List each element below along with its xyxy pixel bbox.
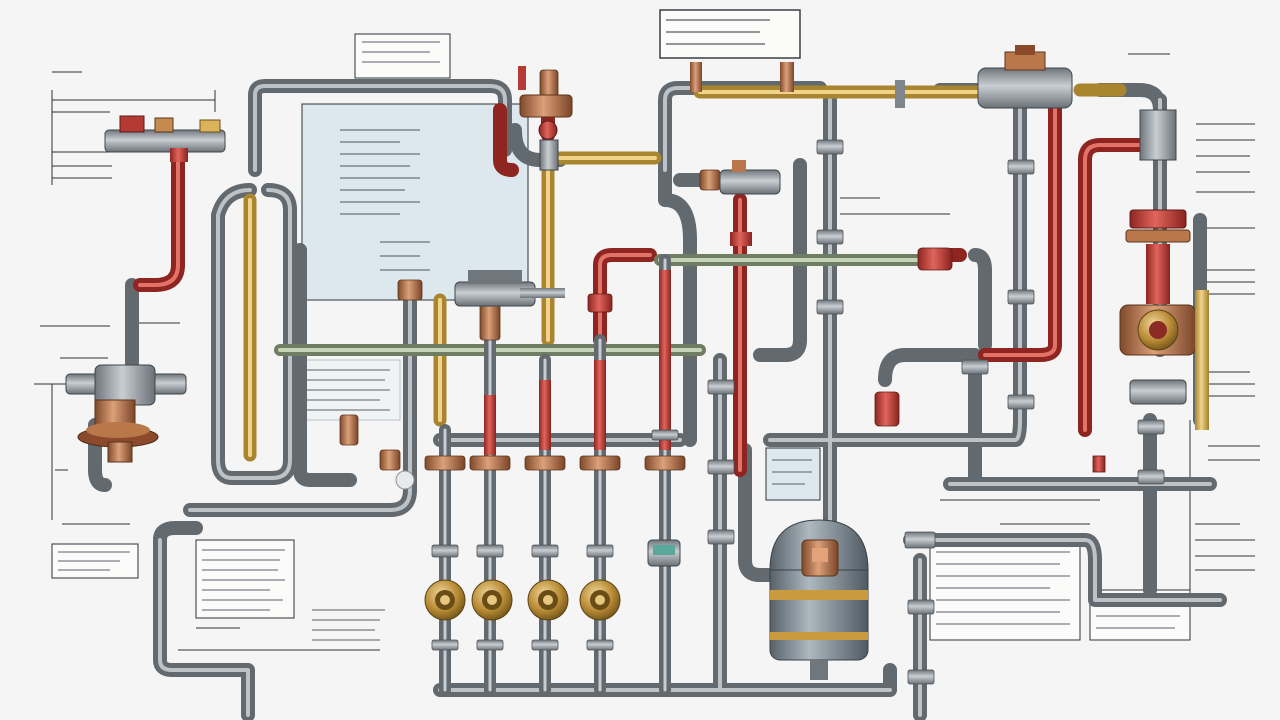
annotation-center [299,197,950,501]
gauge-valve [471,579,513,621]
annotation-right-column [1128,53,1260,600]
annotation-panel-top-center [301,33,529,301]
annotation-box-bottom-left [51,543,139,579]
strainer-center [454,270,565,307]
manifold-top-left [104,115,226,162]
annotation-top-left [51,71,216,185]
pump-assembly-left [65,364,187,463]
annotation-box-bottom-center-left [178,539,385,651]
union-fitting-upper [719,160,781,246]
header-vessel-top-right [690,45,1073,109]
ball-valve [395,470,415,490]
gauge-valve [579,579,621,621]
annotation-box-top [659,9,801,59]
valve-cluster-top-center [518,66,573,171]
yellow-pipe-network [243,83,1127,462]
gauge-valve [527,579,569,621]
annotation-left-mid [34,322,180,525]
inline-meter [647,539,681,567]
pump-assembly-right [1119,109,1209,430]
pressure-tank [769,519,869,680]
red-fittings-right [587,247,1106,473]
gauge-valve [424,579,466,621]
riser-bank [339,69,1165,696]
